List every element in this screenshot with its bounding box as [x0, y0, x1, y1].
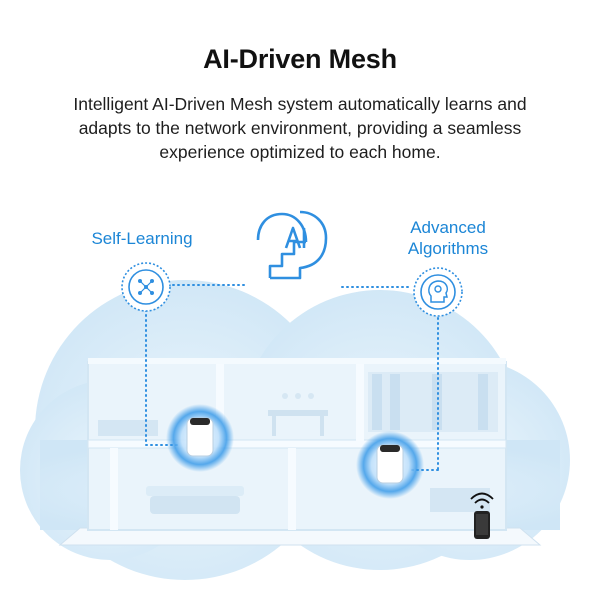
self-learning-text: Self-Learning	[91, 229, 193, 248]
head-gear-icon	[413, 267, 463, 317]
house-cutaway	[58, 358, 542, 546]
self-learning-label: Self-Learning	[82, 228, 202, 249]
phone-wifi-icon	[470, 492, 494, 539]
advanced-algorithms-line-1: Advanced	[410, 218, 486, 237]
ai-head-icon	[256, 210, 328, 280]
description-line-3: experience optimized to each home.	[159, 142, 441, 162]
description-line-1: Intelligent AI-Driven Mesh system automa…	[73, 94, 527, 114]
advanced-algorithms-line-2: Algorithms	[407, 239, 489, 258]
mesh-node-right	[356, 431, 424, 499]
mesh-node-left	[166, 404, 234, 472]
description-line-2: adapts to the network environment, provi…	[78, 118, 522, 138]
page-title: AI-Driven Mesh	[203, 44, 397, 74]
brain-network-icon	[121, 262, 171, 312]
page-description: Intelligent AI-Driven Mesh system automa…	[40, 92, 560, 164]
advanced-algorithms-label: Advanced Algorithms	[388, 217, 508, 259]
